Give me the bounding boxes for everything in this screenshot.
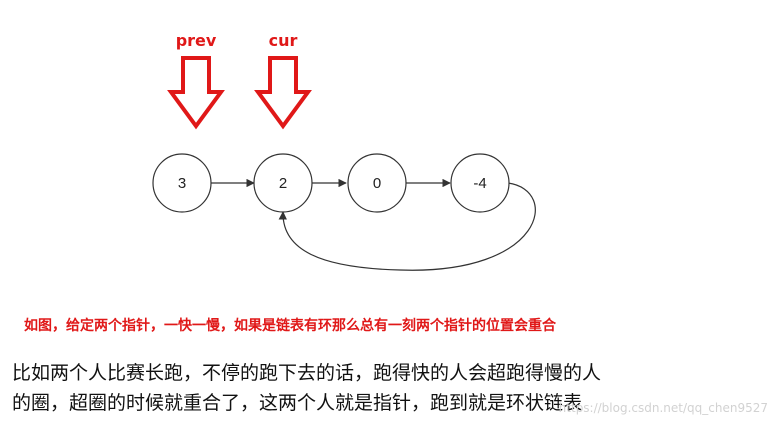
pointer-label-cur: cur	[269, 31, 298, 50]
explanation-paragraph: 比如两个人比赛长跑，不停的跑下去的话，跑得快的人会超跑得慢的人 的圈，超圈的时候…	[12, 358, 768, 418]
node-circle	[152, 153, 212, 213]
node-value: 3	[178, 175, 186, 192]
paragraph-line-2: 的圈，超圈的时候就重合了，这两个人就是指针，跑到就是环状链表	[12, 392, 583, 414]
node-value: 0	[373, 175, 381, 192]
edge-neg4-back-to-2	[278, 182, 536, 271]
node-circle	[450, 153, 510, 213]
pointer-arrow-prev	[167, 56, 225, 130]
node-value: -4	[473, 175, 486, 192]
list-node: -4	[450, 153, 510, 213]
node-value: 2	[279, 175, 287, 192]
node-circle	[253, 153, 313, 213]
list-node: 0	[347, 153, 407, 213]
watermark: https://blog.csdn.net/qq_chen9527	[558, 401, 768, 415]
node-circle	[347, 153, 407, 213]
diagram-caption: 如图，给定两个指针，一快一慢，如果是链表有环那么总有一刻两个指针的位置会重合	[24, 318, 556, 334]
list-node: 3	[152, 153, 212, 213]
list-node: 2	[253, 153, 313, 213]
pointer-arrow-cur	[254, 56, 312, 130]
pointer-label-prev: prev	[176, 31, 217, 50]
linked-list-diagram: prev cur 3 2 0 -4	[152, 31, 536, 271]
paragraph-line-1: 比如两个人比赛长跑，不停的跑下去的话，跑得快的人会超跑得慢的人	[12, 362, 602, 384]
